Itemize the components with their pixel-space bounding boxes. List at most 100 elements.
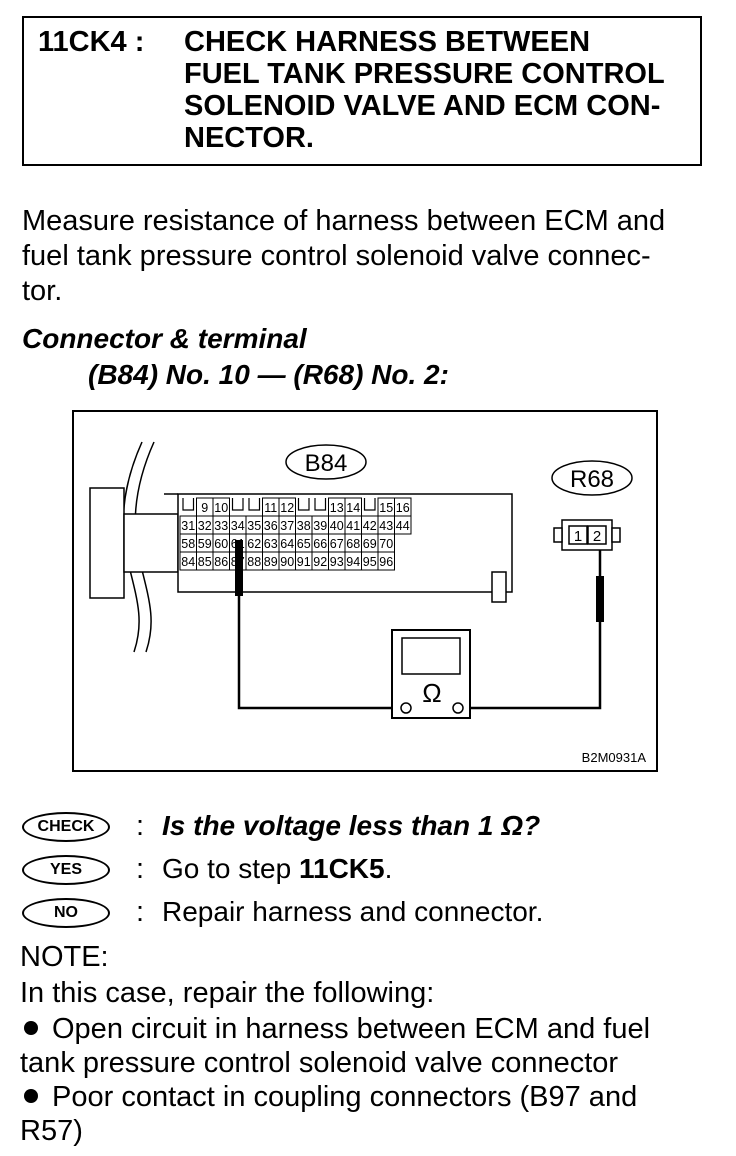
terminal-number: 39 [313, 519, 327, 533]
terminal-number: 11 [264, 501, 277, 515]
note-item: Poor contact in coupling connectors (B97… [20, 1080, 637, 1114]
terminal-number: 91 [297, 555, 311, 569]
test-lead-ecm [237, 596, 402, 710]
colon: : [136, 853, 145, 885]
terminal-number: 89 [264, 555, 278, 569]
connector-key-notch [297, 498, 310, 511]
colon: : [136, 810, 145, 842]
b84-label-oval [285, 444, 367, 480]
terminal-number: 69 [363, 537, 377, 551]
next-step-code: 11CK5 [298, 853, 385, 884]
r68-label: R68 [551, 460, 633, 496]
ohmmeter-terminal [400, 702, 412, 714]
step-title-line: NECTOR. [184, 122, 314, 154]
figure-code: B2M0931A [582, 750, 647, 765]
test-lead-valve [462, 550, 602, 710]
terminal-number: 93 [330, 555, 344, 569]
terminal-number: 10 [214, 501, 228, 515]
connector-key-notch [231, 498, 244, 511]
instruction-line: Measure resistance of harness between EC… [22, 205, 666, 237]
valve-pin-label: 2 [593, 528, 601, 545]
connector-detail: (B84) No. 10 — (R68) No. 2: [88, 359, 449, 390]
terminal-number: 9 [201, 501, 208, 515]
terminal-number: 86 [214, 555, 228, 569]
terminal-number: 43 [379, 519, 393, 533]
bullet-icon [24, 1021, 38, 1036]
terminal-number: 12 [280, 501, 294, 515]
terminal-number: 33 [214, 519, 228, 533]
instruction-line: tor. [22, 275, 63, 307]
check-badge: CHECK [22, 812, 110, 842]
terminal-number: 65 [297, 537, 311, 551]
b84-label: B84 [285, 444, 367, 480]
terminal-number: 63 [264, 537, 278, 551]
terminal-number: 92 [313, 555, 327, 569]
terminal-number: 15 [379, 501, 393, 515]
r68-label-oval [551, 460, 633, 496]
bullet-icon [24, 1089, 38, 1104]
step-title: CHECK HARNESS BETWEEN FUEL TANK PRESSURE… [184, 26, 699, 154]
terminal-number: 40 [330, 519, 344, 533]
note-item-continued: R57) [20, 1115, 83, 1147]
ohmmeter-display [401, 637, 461, 675]
note-item: Open circuit in harness between ECM and … [20, 1012, 650, 1046]
note-item-text: Open circuit in harness between ECM and … [52, 1013, 651, 1045]
connector-key-notch [182, 498, 195, 511]
connector-key-notch [314, 498, 327, 511]
terminal-number: 42 [363, 519, 377, 533]
ohmmeter-terminal [452, 702, 464, 714]
terminal-number: 60 [214, 537, 228, 551]
terminal-number: 14 [346, 501, 360, 515]
note-item-text: Poor contact in coupling connectors (B97… [52, 1081, 638, 1113]
note-intro: In this case, repair the following: [20, 977, 435, 1009]
step-header-box: 11CK4 : CHECK HARNESS BETWEEN FUEL TANK … [22, 16, 702, 166]
colon: : [136, 896, 145, 928]
terminal-number: 34 [231, 519, 245, 533]
connector-key-notch [363, 498, 376, 511]
terminal-number: 66 [313, 537, 327, 551]
terminal-number: 38 [297, 519, 311, 533]
terminal-number: 85 [198, 555, 212, 569]
terminal-number: 58 [181, 537, 195, 551]
terminal-number: 16 [396, 501, 410, 515]
no-result: Repair harness and connector. [162, 896, 544, 927]
terminal-cell [377, 551, 395, 571]
terminal-number: 64 [280, 537, 294, 551]
terminal-number: 95 [363, 555, 377, 569]
connector-key-notch [248, 498, 261, 511]
yes-result-suffix: . [384, 853, 393, 884]
terminal-number: 59 [198, 537, 212, 551]
terminal-number: 36 [264, 519, 278, 533]
terminal-number: 68 [346, 537, 360, 551]
terminal-number: 31 [181, 519, 195, 533]
terminal-cell [394, 515, 412, 535]
yes-result-prefix: Go to step [162, 853, 299, 884]
step-title-line: CHECK HARNESS BETWEEN [184, 26, 591, 58]
step-title-line: SOLENOID VALVE AND ECM CON- [184, 90, 661, 122]
terminal-number: 96 [379, 555, 393, 569]
terminal-number: 37 [280, 519, 294, 533]
terminal-number: 70 [379, 537, 393, 551]
terminal-number: 67 [330, 537, 344, 551]
b84-label-text: B84 [305, 450, 348, 477]
r68-label-text: R68 [570, 466, 614, 493]
yes-result: Go to step 11CK5. [162, 853, 392, 885]
terminal-number: 44 [396, 519, 410, 533]
probe-ecm [235, 540, 243, 596]
ohmmeter: Ω [391, 629, 471, 719]
instruction-line: fuel tank pressure control solenoid valv… [22, 240, 651, 272]
note-item-continued: tank pressure control solenoid valve con… [20, 1047, 619, 1079]
ohm-symbol: Ω [422, 678, 441, 708]
note-heading: NOTE: [20, 941, 109, 973]
terminal-number: 41 [346, 519, 360, 533]
terminal-number: 32 [198, 519, 212, 533]
terminal-number: 88 [247, 555, 261, 569]
no-badge: NO [22, 898, 110, 928]
terminal-number: 84 [181, 555, 195, 569]
terminal-number: 35 [247, 519, 261, 533]
step-title-line: FUEL TANK PRESSURE CONTROL [184, 58, 665, 90]
valve-connector: 1 2 [553, 519, 621, 551]
